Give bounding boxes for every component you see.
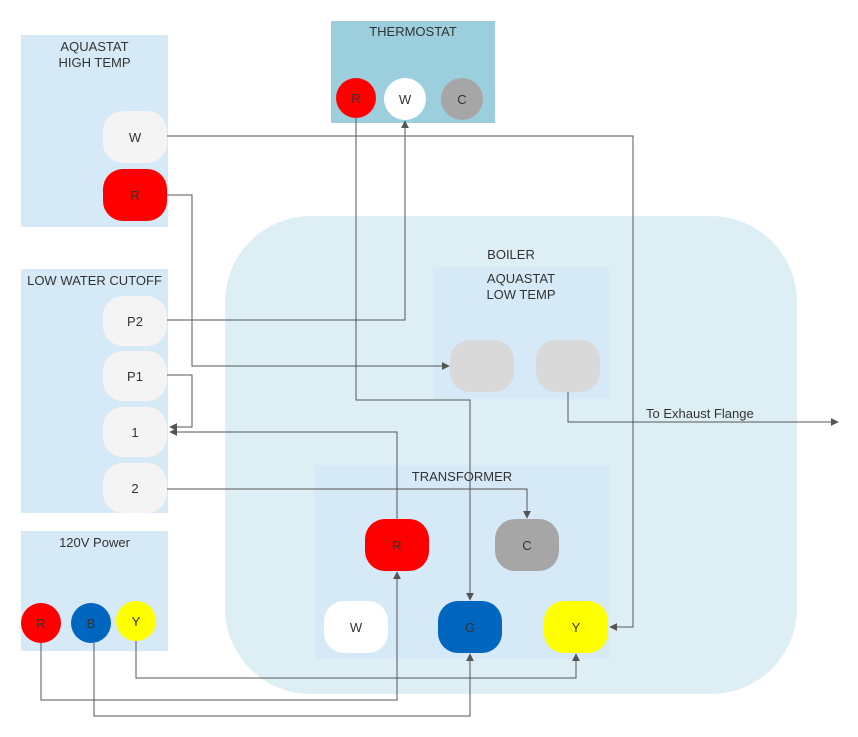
- power-y-terminal[interactable]: Y: [116, 601, 156, 641]
- wire-low-water-p1-to-1: [167, 374, 193, 431]
- power-title: 120V Power: [59, 535, 130, 550]
- aquastat-high-r-terminal[interactable]: R: [103, 169, 167, 221]
- transformer-title: TRANSFORMER: [411, 469, 513, 484]
- power-b-terminal[interactable]: B: [71, 603, 111, 643]
- exhaust-flange-label: To Exhaust Flange: [646, 406, 754, 421]
- transformer-w-terminal[interactable]: W: [324, 601, 388, 653]
- wire-low-water-2-to-transformer-c: [167, 488, 531, 519]
- aquastat-high-temp-title: AQUASTAT HIGH TEMP: [58, 39, 131, 70]
- low-water-2-terminal[interactable]: 2: [103, 463, 167, 513]
- wire-transformer-r-to-low-water-1: [169, 428, 398, 519]
- wire-aquastat-high-r-to-aquastat-low: [167, 194, 450, 370]
- wire-low-water-p2-to-thermostat-w: [167, 120, 409, 321]
- thermostat-r-terminal[interactable]: R: [336, 78, 376, 118]
- low-water-p2-terminal[interactable]: P2: [103, 296, 167, 346]
- thermostat-w-terminal[interactable]: W: [384, 78, 426, 120]
- aquastat-low-left-terminal[interactable]: [450, 340, 514, 392]
- wire-power-b-to-transformer-g: [93, 643, 474, 717]
- wire-power-r-to-transformer-r: [40, 571, 401, 701]
- thermostat-title: THERMOSTAT: [369, 24, 457, 39]
- boiler-title: BOILER: [487, 247, 535, 262]
- transformer-r-terminal[interactable]: R: [365, 519, 429, 571]
- low-water-cutoff-title: LOW WATER CUTOFF: [27, 273, 162, 288]
- thermostat-c-terminal[interactable]: C: [441, 78, 483, 120]
- transformer-c-terminal[interactable]: C: [495, 519, 559, 571]
- aquastat-low-temp-title: AQUASTAT LOW TEMP: [486, 271, 556, 302]
- aquastat-low-right-terminal[interactable]: [536, 340, 600, 392]
- wire-thermostat-r-to-transformer-g: [355, 118, 474, 601]
- transformer-g-terminal[interactable]: G: [438, 601, 502, 653]
- transformer-y-terminal[interactable]: Y: [544, 601, 608, 653]
- aquastat-high-temp-panel: AQUASTAT HIGH TEMP: [21, 35, 168, 227]
- wire-aquastat-high-w-to-transformer-y: [167, 135, 634, 631]
- low-water-1-terminal[interactable]: 1: [103, 407, 167, 457]
- power-r-terminal[interactable]: R: [21, 603, 61, 643]
- aquastat-high-w-terminal[interactable]: W: [103, 111, 167, 163]
- wire-power-y-to-transformer-y: [135, 641, 580, 679]
- wire-aquastat-low-to-exhaust: [567, 392, 839, 426]
- low-water-p1-terminal[interactable]: P1: [103, 351, 167, 401]
